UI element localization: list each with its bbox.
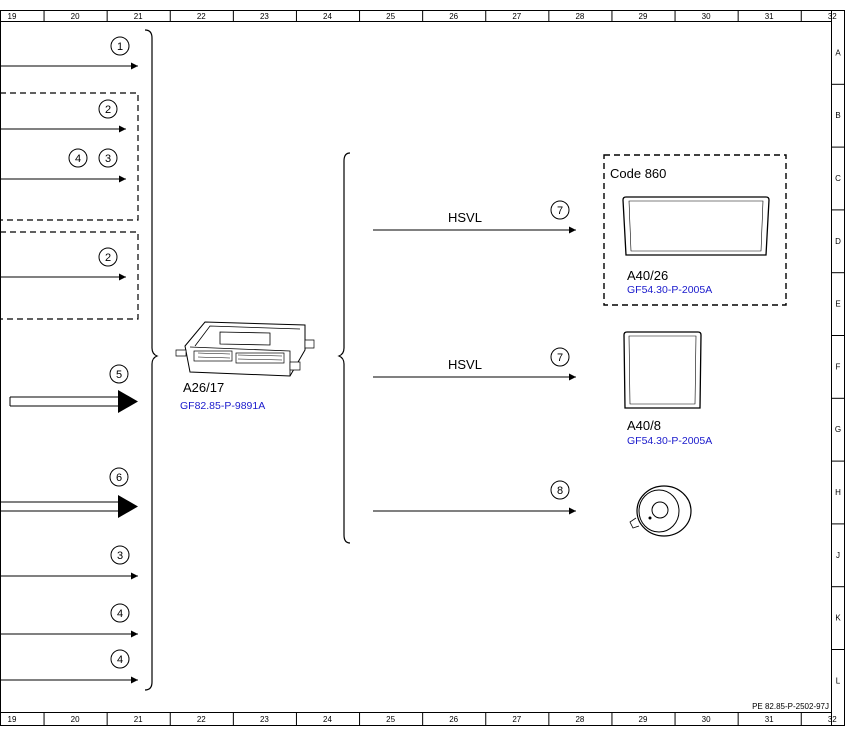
output-brace bbox=[337, 152, 351, 544]
input-callout-4[interactable]: 2 bbox=[98, 247, 118, 267]
frame-column-label: 31 bbox=[765, 12, 774, 21]
frame-column-label: 20 bbox=[71, 715, 80, 724]
frame-row-label: L bbox=[836, 676, 841, 685]
output-callout-2[interactable]: 7 bbox=[550, 347, 570, 367]
frame-column-label: 21 bbox=[134, 12, 143, 21]
frame-column-label: 28 bbox=[575, 715, 584, 724]
input-callout-3a[interactable]: 4 bbox=[68, 148, 88, 168]
input-bus-arrow-6 bbox=[0, 495, 138, 518]
frame-column-label: 25 bbox=[386, 12, 395, 21]
display-a40-8-ref-link[interactable]: GF54.30-P-2005A bbox=[627, 435, 712, 447]
frame-row-label: C bbox=[835, 174, 841, 183]
display-a40-26-ref-link[interactable]: GF54.30-P-2005A bbox=[627, 284, 712, 296]
svg-text:4: 4 bbox=[117, 654, 123, 666]
frame-column-label: 19 bbox=[8, 715, 17, 724]
svg-text:5: 5 bbox=[116, 369, 122, 381]
input-callout-2[interactable]: 2 bbox=[98, 99, 118, 119]
frame-column-label: 23 bbox=[260, 12, 269, 21]
output-signal-1: HSVL bbox=[448, 210, 482, 225]
frame-row-label: K bbox=[835, 614, 841, 623]
frame-column-label: 25 bbox=[386, 715, 395, 724]
input-callout-5[interactable]: 5 bbox=[109, 364, 129, 384]
frame-column-label: 28 bbox=[575, 12, 584, 21]
input-callout-6[interactable]: 6 bbox=[109, 467, 129, 487]
output-callout-1[interactable]: 7 bbox=[550, 200, 570, 220]
svg-text:1: 1 bbox=[117, 41, 123, 53]
output-signal-2: HSVL bbox=[448, 357, 482, 372]
input-callout-7[interactable]: 3 bbox=[110, 545, 130, 565]
input-brace bbox=[144, 29, 159, 691]
frame-column-label: 31 bbox=[765, 715, 774, 724]
svg-text:7: 7 bbox=[557, 205, 563, 217]
frame-column-label: 22 bbox=[197, 12, 206, 21]
code-860-dashed-box bbox=[603, 154, 787, 306]
frame-row-label: B bbox=[835, 111, 840, 120]
input-callout-8[interactable]: 4 bbox=[110, 603, 130, 623]
speaker-icon[interactable] bbox=[629, 485, 692, 537]
frame-row-label: A bbox=[835, 48, 841, 57]
svg-text:7: 7 bbox=[557, 352, 563, 364]
input-callout-3b[interactable]: 3 bbox=[98, 148, 118, 168]
frame-row-label: G bbox=[835, 425, 841, 434]
svg-text:3: 3 bbox=[105, 153, 111, 165]
frame-column-label: 26 bbox=[449, 715, 458, 724]
frame-row-label: E bbox=[835, 300, 840, 309]
svg-text:6: 6 bbox=[116, 472, 122, 484]
svg-text:4: 4 bbox=[117, 608, 123, 620]
frame-column-label: 30 bbox=[702, 12, 711, 21]
frame-column-label: 30 bbox=[702, 715, 711, 724]
dashed-group-2 bbox=[0, 231, 139, 320]
frame-row-label: J bbox=[836, 551, 840, 560]
svg-text:2: 2 bbox=[105, 104, 111, 116]
control-unit-ref-link[interactable]: GF82.85-P-9891A bbox=[180, 400, 265, 412]
display-a40-26-icon[interactable] bbox=[622, 196, 770, 256]
output-callout-3[interactable]: 8 bbox=[550, 480, 570, 500]
frame-column-label: 20 bbox=[71, 12, 80, 21]
frame-column-label: 24 bbox=[323, 12, 332, 21]
input-callout-9[interactable]: 4 bbox=[110, 649, 130, 669]
frame-column-label: 19 bbox=[8, 12, 17, 21]
input-callout-1[interactable]: 1 bbox=[110, 36, 130, 56]
frame-column-label: 29 bbox=[639, 715, 648, 724]
frame-column-label: 26 bbox=[449, 12, 458, 21]
frame-column-label: 23 bbox=[260, 715, 269, 724]
dashed-group-1 bbox=[0, 92, 139, 221]
control-unit-id: A26/17 bbox=[183, 380, 224, 395]
drawing-id: PE 82.85-P-2502-97J bbox=[752, 702, 829, 711]
control-unit-icon[interactable] bbox=[175, 321, 315, 377]
svg-text:3: 3 bbox=[117, 550, 123, 562]
display-a40-8-icon[interactable] bbox=[623, 331, 702, 409]
display-a40-8-id: A40/8 bbox=[627, 418, 661, 433]
frame-column-label: 27 bbox=[512, 715, 521, 724]
frame-row-label: D bbox=[835, 237, 841, 246]
svg-text:8: 8 bbox=[557, 485, 563, 497]
frame-column-label: 22 bbox=[197, 715, 206, 724]
frame-column-label: 21 bbox=[134, 715, 143, 724]
svg-text:4: 4 bbox=[75, 153, 81, 165]
code-860-label: Code 860 bbox=[610, 166, 666, 181]
frame-row-label: F bbox=[836, 362, 841, 371]
frame-row-label: H bbox=[835, 488, 841, 497]
frame-column-label: 32 bbox=[828, 715, 837, 724]
display-a40-26-id: A40/26 bbox=[627, 268, 668, 283]
frame-column-label: 27 bbox=[512, 12, 521, 21]
frame-column-label: 29 bbox=[639, 12, 648, 21]
frame-column-label: 32 bbox=[828, 12, 837, 21]
svg-text:2: 2 bbox=[105, 252, 111, 264]
input-bus-arrow-5 bbox=[9, 390, 138, 413]
frame-column-label: 24 bbox=[323, 715, 332, 724]
